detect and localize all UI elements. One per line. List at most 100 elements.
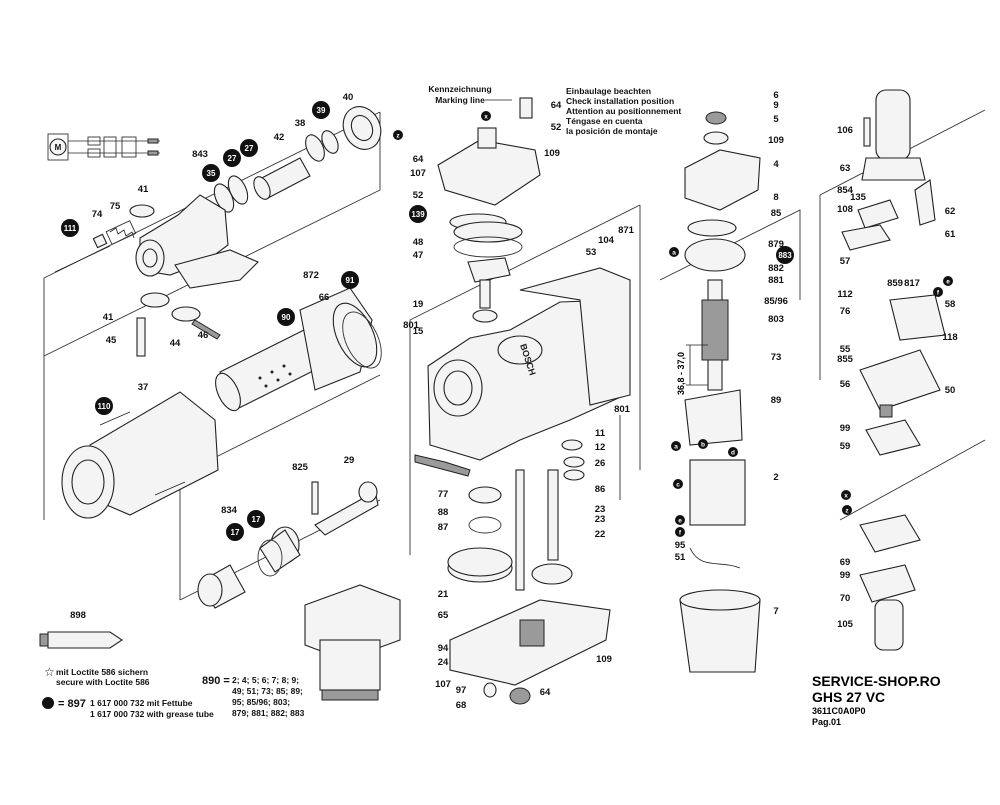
part-number-label: 89	[771, 395, 782, 406]
part-number-label: 47	[413, 250, 424, 261]
part-number-label: 64	[413, 154, 424, 165]
connector-z-label: z	[396, 133, 400, 140]
part-number-label: 825	[292, 462, 309, 473]
footer-block: SERVICE-SHOP.RO GHS 27 VC 3611C0A0P0 Pag…	[812, 673, 941, 727]
part-number-label: 139	[411, 210, 425, 219]
dimension-annotation: 36,8 - 37,0	[676, 344, 708, 395]
part-number-label: 803	[768, 314, 784, 325]
part-code: 3611C0A0P0	[812, 706, 866, 716]
part-number-label: 801	[403, 320, 420, 331]
part-number-label: 872	[303, 270, 319, 281]
part-number-label: 56	[840, 379, 851, 390]
install-note-es: Téngase en cuenta	[566, 116, 643, 126]
part-number-label: 66	[319, 292, 330, 303]
cylinder-assembly	[215, 287, 382, 412]
part-number-label: 64	[540, 687, 551, 698]
part-number-label: 17	[231, 528, 240, 537]
part-number-label: 44	[170, 338, 181, 349]
connector-z-label-2: z	[845, 508, 849, 515]
svg-text:M: M	[55, 143, 62, 152]
part-number-label: 8	[773, 192, 778, 203]
legend-grease-de: 1 617 000 732 mit Fettube	[90, 698, 193, 708]
connector-z-marker	[393, 130, 403, 140]
part-number-label: 7	[773, 606, 778, 617]
part-number-label: 57	[840, 256, 851, 267]
marking-line-de: Kennzeichnung	[428, 84, 491, 94]
connector-e-label: e	[678, 518, 682, 525]
connector-a-label: a	[672, 250, 676, 257]
part-number-label: 42	[274, 132, 285, 143]
handle-assembly	[841, 89, 946, 651]
part-number-label: 801	[614, 404, 631, 415]
connector-c-marker	[673, 479, 683, 489]
center-gear-housing	[414, 97, 631, 705]
part-number-label: 109	[544, 148, 560, 159]
part-number-label: 883	[778, 251, 792, 260]
part-number-label: 52	[413, 190, 424, 201]
connector-x-label: x	[484, 114, 488, 121]
connector-b-label: b	[701, 442, 705, 449]
part-number-label: 104	[598, 235, 615, 246]
part-number-label: 6	[773, 90, 778, 101]
part-callout-circle	[247, 510, 265, 528]
part-callout-circle	[202, 164, 220, 182]
part-number-label: 109	[596, 654, 612, 665]
part-number-label: 40	[343, 92, 354, 103]
part-number-label: 87	[438, 522, 449, 533]
part-number-label: 118	[942, 332, 957, 343]
part-callout-circle	[240, 139, 258, 157]
set-code: 890 =	[202, 675, 230, 687]
part-number-label: 46	[198, 330, 209, 341]
part-number-label: 53	[586, 247, 597, 258]
part-number-label: 4	[773, 159, 779, 170]
install-note-es-2: la posición de montaje	[566, 126, 658, 136]
part-number-label: 37	[138, 382, 149, 393]
part-number-label: 29	[344, 455, 355, 466]
part-number-label: 51	[675, 552, 686, 563]
model-name: GHS 27 VC	[812, 689, 885, 705]
set-line-4: 879; 881; 882; 883	[232, 708, 305, 718]
part-callout-circle	[95, 397, 113, 415]
part-number-label: 85/96	[764, 296, 788, 307]
part-number-label: 58	[945, 299, 956, 310]
connector-f-marker	[675, 527, 685, 537]
part-number-label: 41	[138, 184, 149, 195]
connector-markers: a a b c d e f e f x x z z	[393, 111, 953, 537]
page-number: Pag.01	[812, 717, 841, 727]
part-number-label: 27	[228, 154, 237, 163]
part-callout-circle	[226, 523, 244, 541]
part-number-label: 88	[438, 507, 449, 518]
part-number-label: 95	[675, 540, 686, 551]
part-number-label: 97	[456, 685, 467, 696]
part-number-label: 26	[595, 458, 606, 469]
part-number-label: 12	[595, 442, 606, 453]
connector-x-marker-2	[841, 490, 851, 500]
part-number-label: 135	[850, 192, 867, 203]
part-number-label: 22	[595, 529, 606, 540]
part-number-label: 107	[435, 679, 451, 690]
part-number-label: 834	[221, 505, 238, 516]
part-callout-circle	[341, 271, 359, 289]
connector-c-label: c	[676, 482, 680, 489]
part-number-label: 41	[103, 312, 114, 323]
part-number-label: 879	[768, 239, 784, 250]
part-number-label: 15	[413, 326, 424, 337]
part-number-label: 24	[438, 657, 449, 668]
part-number-label: 854	[837, 185, 854, 196]
left-gear-assembly	[54, 106, 382, 357]
part-number-label: 85	[771, 208, 782, 219]
connector-x-label-2: x	[844, 493, 848, 500]
connector-x-marker	[481, 111, 491, 121]
part-number-label: 105	[837, 619, 854, 630]
part-number-label: 94	[438, 643, 449, 654]
connector-f-label-2: f	[937, 290, 940, 297]
part-number-label: 109	[768, 135, 784, 146]
install-note-fr: Attention au positionnement	[566, 106, 681, 116]
part-number-label: 61	[945, 229, 956, 240]
dimension-text: 36,8 - 37,0	[676, 352, 686, 395]
part-number-label: 86	[595, 484, 606, 495]
part-number-label: 64	[551, 100, 562, 111]
part-number-label: 898	[70, 610, 86, 621]
